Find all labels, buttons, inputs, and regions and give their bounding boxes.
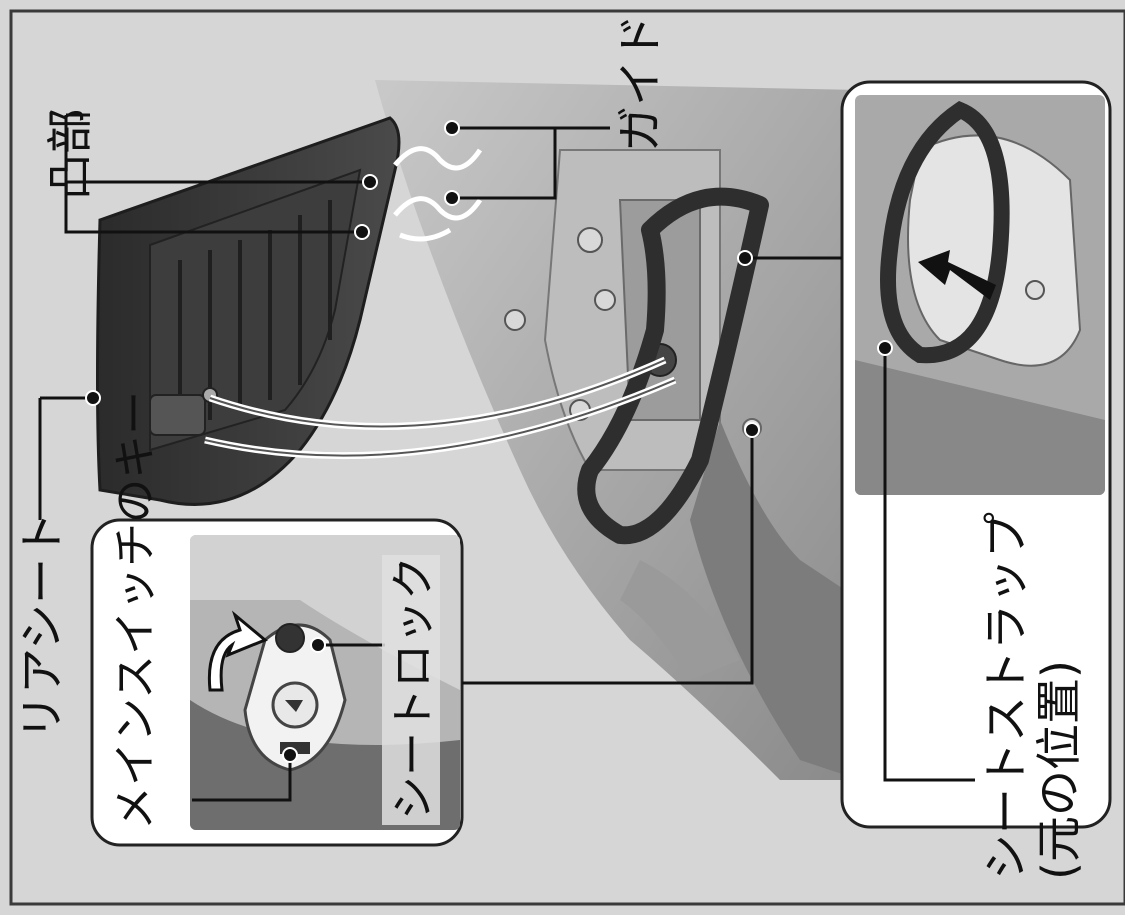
guide-arrows [393,146,483,242]
inset-connector [462,430,754,685]
figure-frame [9,9,1125,906]
label-protrusion: 凸部 [43,108,97,200]
direction-arrow-icon [918,250,996,300]
label-seat-strap-note: (元の位置) [1032,660,1086,880]
rear-seat [96,116,401,506]
protrusion-leaders [64,113,378,240]
turn-arrow-icon [207,610,268,692]
guide-leaders [444,120,610,206]
strap-connector-dot [737,250,753,266]
seat-lock-leader [310,637,385,653]
inset-connector-dot [744,422,760,438]
seat-strap-leader [877,340,975,782]
seat-lock-hole [275,623,305,653]
seat-strap-original-position [880,101,1010,364]
seat-strap [577,187,769,545]
label-seat-lock: シートロック [388,556,439,820]
label-main-switch-key: メインスイッチのキー [110,391,161,830]
label-seat-strap: シートストラップ [979,512,1033,880]
label-seat-lock-bg [382,555,440,825]
label-rear-seat: リアシート [15,512,69,740]
rear-seat-leader [38,390,101,520]
strap-inset [840,80,1112,829]
hook-line-2-core [204,379,676,457]
key-leader [192,747,298,802]
hook-line-1-core [209,359,666,428]
label-guide: ガイド [613,14,667,152]
